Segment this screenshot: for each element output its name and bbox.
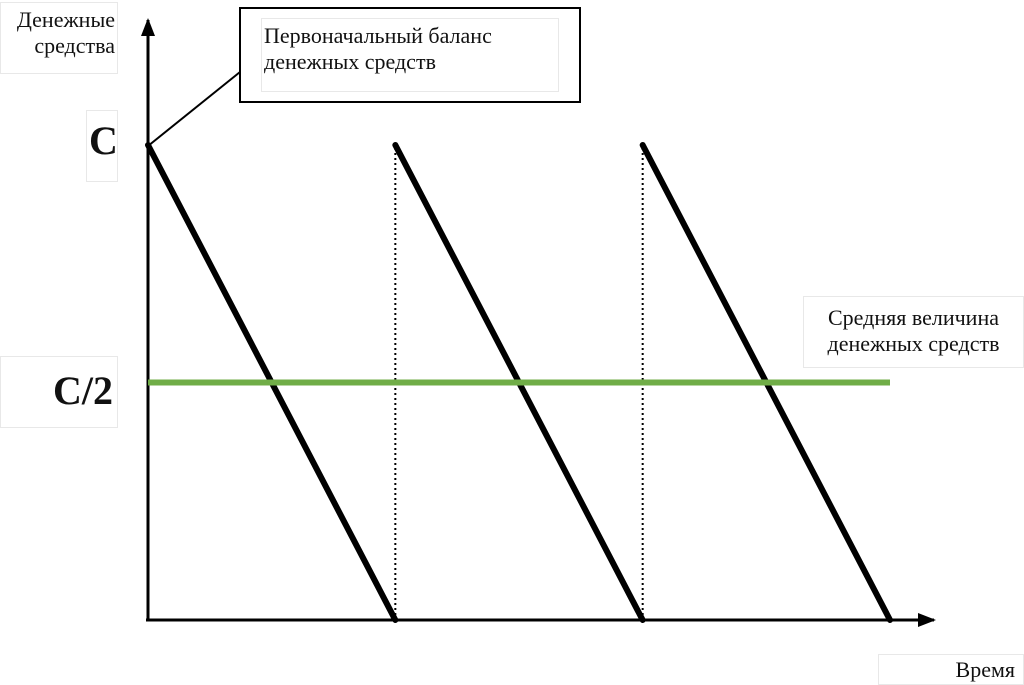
tick-label-c: C	[86, 110, 118, 182]
average-label: Средняя величина денежных средств	[803, 296, 1024, 368]
tick-label-c-half: C/2	[0, 356, 118, 428]
y-axis-label: Денежные средства	[0, 2, 118, 74]
callout-leader	[147, 71, 241, 147]
callout-box: Первоначальный баланс денежных средств	[239, 7, 581, 103]
x-axis-label: Время	[878, 654, 1024, 685]
callout-text: Первоначальный баланс денежных средств	[261, 18, 559, 92]
